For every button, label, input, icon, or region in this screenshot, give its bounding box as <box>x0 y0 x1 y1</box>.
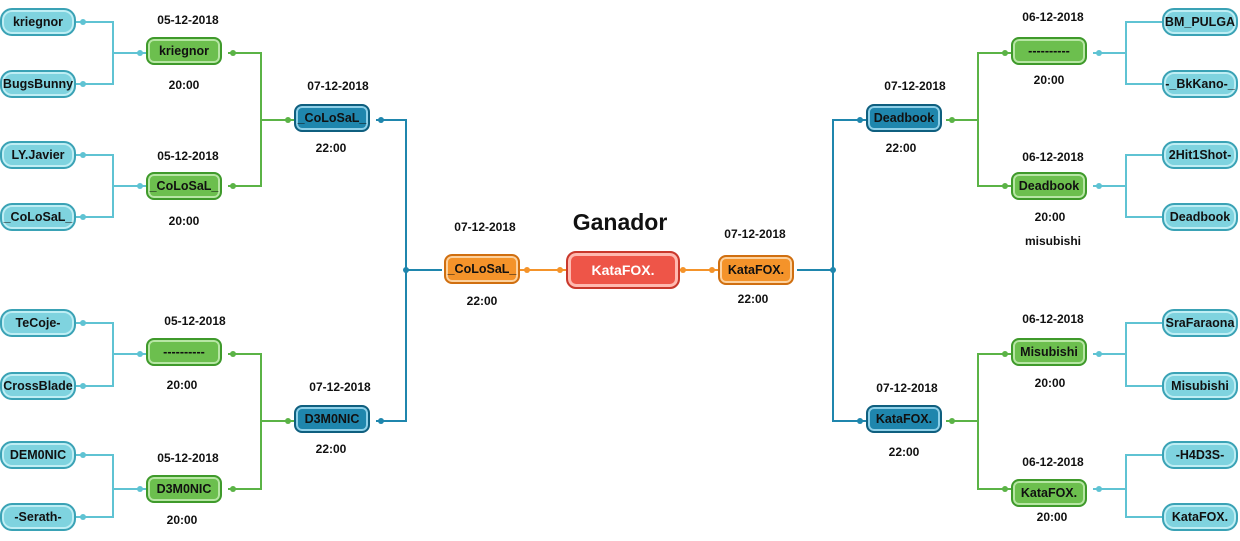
round1-match[interactable]: KataFOX. <box>1011 479 1087 507</box>
round1-match[interactable]: ---------- <box>146 338 222 366</box>
round2-match[interactable]: D3M0NIC <box>294 405 370 433</box>
player-box[interactable]: 2Hit1Shot- <box>1162 141 1238 169</box>
match-date: 06-12-2018 <box>1022 10 1084 24</box>
match-date: 05-12-2018 <box>157 451 219 465</box>
match-time: 20:00 <box>1036 510 1068 524</box>
player-box[interactable]: -_BkKano-_ <box>1162 70 1238 98</box>
match-time: 22:00 <box>466 294 498 308</box>
match-date: 07-12-2018 <box>876 381 938 395</box>
match-date: 07-12-2018 <box>884 79 946 93</box>
match-date: 07-12-2018 <box>724 227 786 241</box>
round1-match[interactable]: D3M0NIC <box>146 475 222 503</box>
match-time: 20:00 <box>168 78 200 92</box>
match-date: 07-12-2018 <box>307 79 369 93</box>
semifinal-match[interactable]: _CoLoSaL_ <box>444 254 520 284</box>
match-date: 06-12-2018 <box>1022 455 1084 469</box>
champion-box[interactable]: KataFOX. <box>566 251 680 289</box>
match-date: 06-12-2018 <box>1022 312 1084 326</box>
match-time: 20:00 <box>1033 73 1065 87</box>
round1-match[interactable]: Deadbook <box>1011 172 1087 200</box>
match-time: 20:00 <box>1034 210 1066 224</box>
match-time: 20:00 <box>1034 376 1066 390</box>
match-date: 06-12-2018 <box>1022 150 1084 164</box>
player-box[interactable]: -H4D3S- <box>1162 441 1238 469</box>
match-date: 05-12-2018 <box>157 149 219 163</box>
round1-match[interactable]: kriegnor <box>146 37 222 65</box>
player-box[interactable]: BugsBunny <box>0 70 76 98</box>
round1-match[interactable]: ---------- <box>1011 37 1087 65</box>
match-date: 07-12-2018 <box>454 220 516 234</box>
round1-match[interactable]: Misubishi <box>1011 338 1087 366</box>
round2-match[interactable]: KataFOX. <box>866 405 942 433</box>
semifinal-match[interactable]: KataFOX. <box>718 255 794 285</box>
player-box[interactable]: Misubishi <box>1162 372 1238 400</box>
player-box[interactable]: TeCoje- <box>0 309 76 337</box>
player-box[interactable]: Deadbook <box>1162 203 1238 231</box>
player-box[interactable]: KataFOX. <box>1162 503 1238 531</box>
match-time: 20:00 <box>166 378 198 392</box>
player-box[interactable]: CrossBlade <box>0 372 76 400</box>
round2-match[interactable]: Deadbook <box>866 104 942 132</box>
match-note: misubishi <box>1024 234 1082 248</box>
bracket-title: Ganador <box>572 209 668 235</box>
player-box[interactable]: DEM0NIC <box>0 441 76 469</box>
match-time: 22:00 <box>315 141 347 155</box>
match-time: 20:00 <box>168 214 200 228</box>
match-time: 20:00 <box>166 513 198 527</box>
match-date: 05-12-2018 <box>157 13 219 27</box>
player-box[interactable]: kriegnor <box>0 8 76 36</box>
player-box[interactable]: _CoLoSaL_ <box>0 203 76 231</box>
match-time: 22:00 <box>737 292 769 306</box>
match-time: 22:00 <box>315 442 347 456</box>
player-box[interactable]: SraFaraona <box>1162 309 1238 337</box>
match-date: 05-12-2018 <box>164 314 226 328</box>
match-time: 22:00 <box>888 445 920 459</box>
round1-match[interactable]: _CoLoSaL_ <box>146 172 222 200</box>
round2-match[interactable]: _CoLoSaL_ <box>294 104 370 132</box>
match-date: 07-12-2018 <box>309 380 371 394</box>
match-time: 22:00 <box>885 141 917 155</box>
player-box[interactable]: LY.Javier <box>0 141 76 169</box>
player-box[interactable]: BM_PULGA <box>1162 8 1238 36</box>
player-box[interactable]: -Serath- <box>0 503 76 531</box>
